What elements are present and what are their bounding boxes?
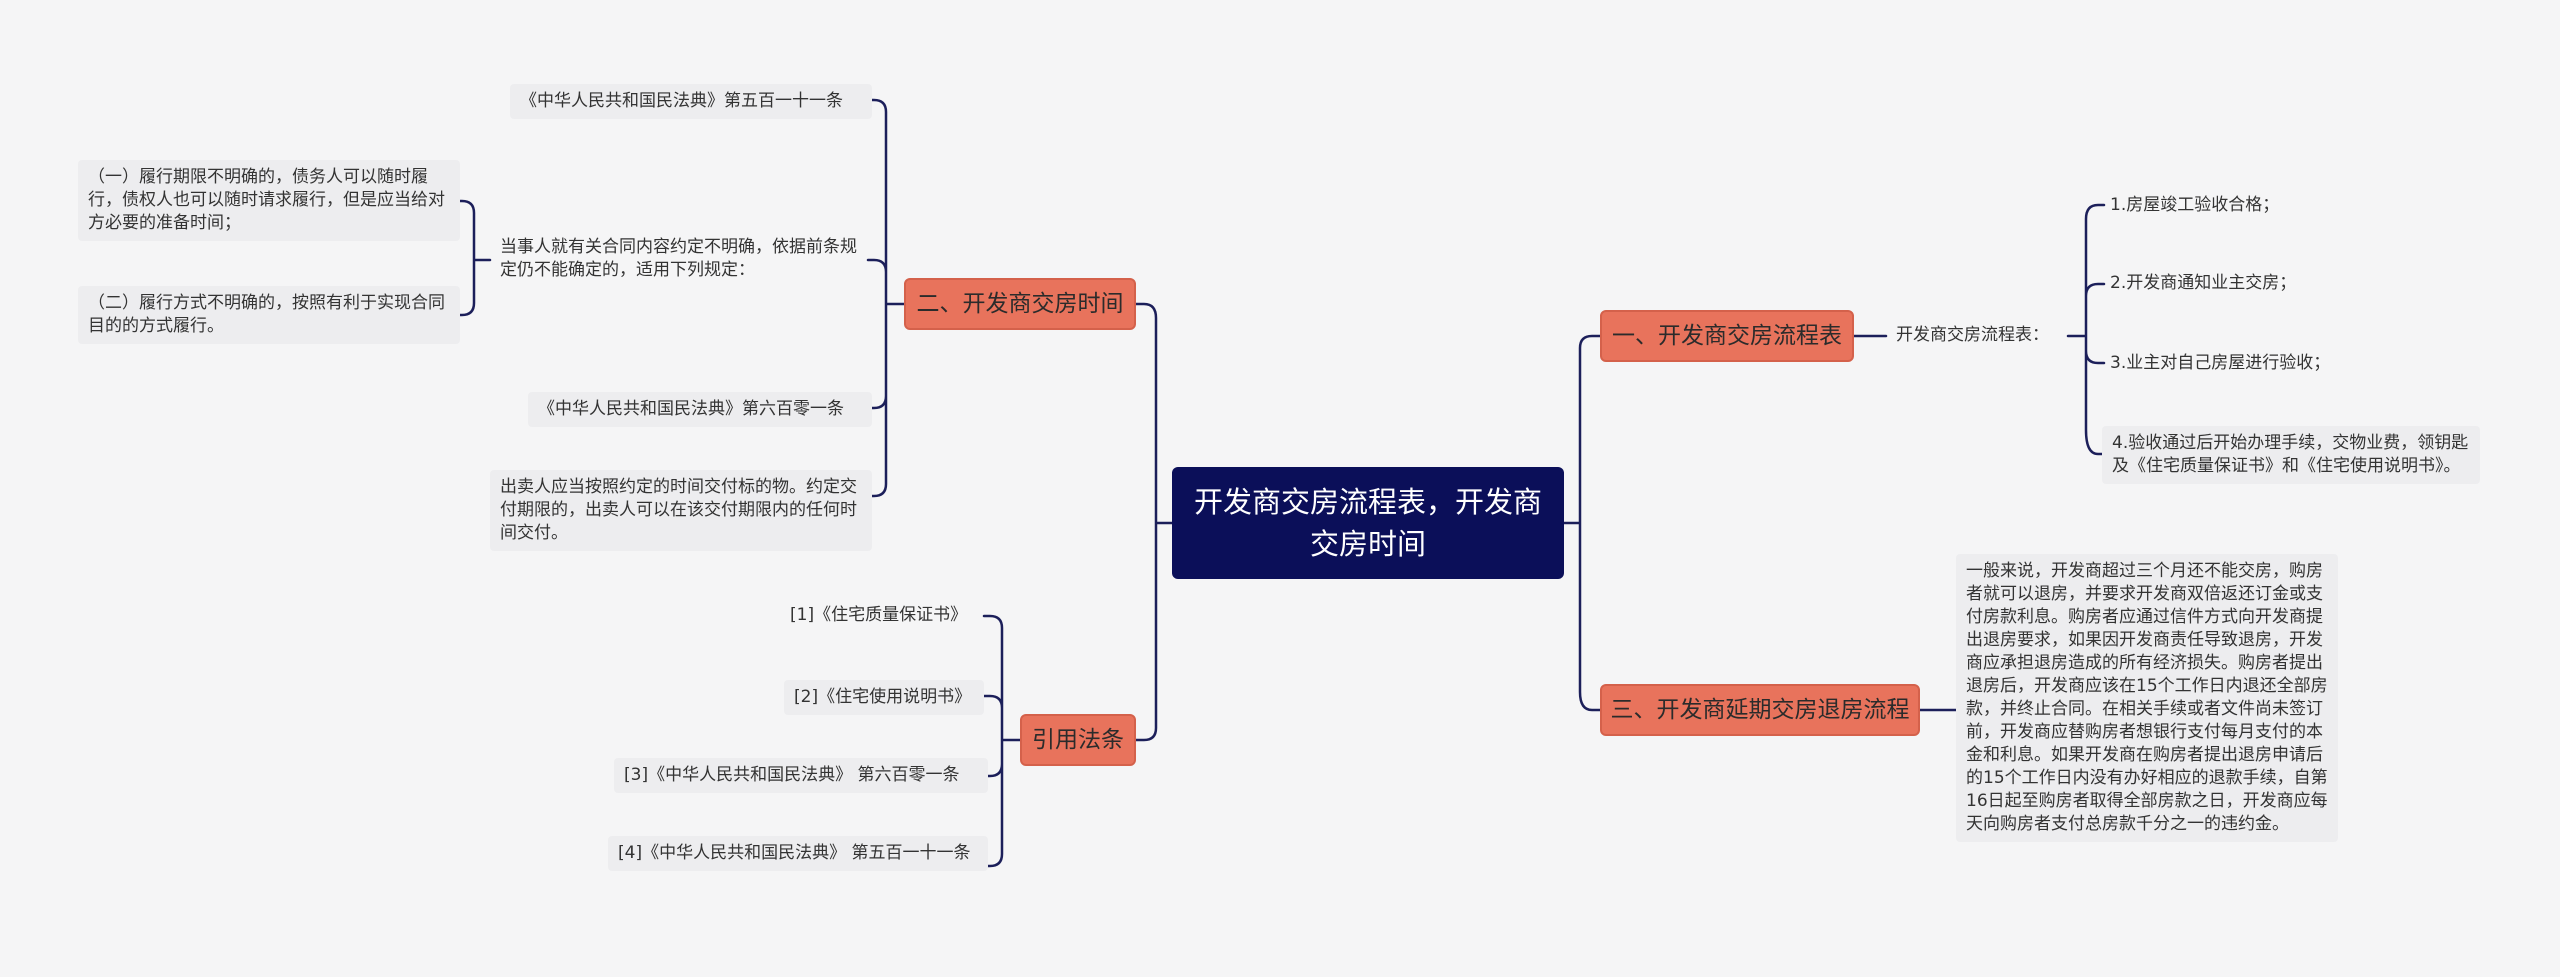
branch-delivery-process[interactable]: 一、开发商交房流程表 (1600, 310, 1854, 362)
process-step-3[interactable]: 3.业主对自己房屋进行验收； (2110, 353, 2331, 373)
law-article-601[interactable]: 《中华人民共和国民法典》第六百零一条 (528, 392, 872, 427)
root-title[interactable]: 开发商交房流程表，开发商交房时间 (1172, 467, 1564, 579)
law-article-601-text[interactable]: 出卖人应当按照约定的时间交付标的物。约定交付期限的，出卖人可以在该交付期限内的任… (490, 470, 872, 551)
branch-law-references[interactable]: 引用法条 (1020, 714, 1136, 766)
rule-item-1[interactable]: （一）履行期限不明确的，债务人可以随时履行，债权人也可以随时请求履行，但是应当给… (78, 160, 460, 241)
reference-2[interactable]: [2]《住宅使用说明书》 (784, 680, 984, 715)
law-article-511[interactable]: 《中华人民共和国民法典》第五百一十一条 (510, 84, 872, 119)
process-step-1[interactable]: 1.房屋竣工验收合格； (2110, 195, 2280, 215)
rule-item-2[interactable]: （二）履行方式不明确的，按照有利于实现合同目的的方式履行。 (78, 286, 460, 344)
delivery-process-subtitle[interactable]: 开发商交房流程表： (1896, 325, 2049, 345)
process-step-4[interactable]: 4.验收通过后开始办理手续，交物业费，领钥匙及《住宅质量保证书》和《住宅使用说明… (2102, 426, 2480, 484)
reference-3[interactable]: [3]《中华人民共和国民法典》 第六百零一条 (614, 758, 988, 793)
delay-refund-text[interactable]: 一般来说，开发商超过三个月还不能交房，购房者就可以退房，并要求开发商双倍返还订金… (1956, 554, 2338, 842)
process-step-2[interactable]: 2.开发商通知业主交房； (2110, 273, 2297, 293)
branch-delivery-time[interactable]: 二、开发商交房时间 (904, 278, 1136, 330)
branch-delay-refund[interactable]: 三、开发商延期交房退房流程 (1600, 684, 1920, 736)
reference-1[interactable]: [1]《住宅质量保证书》 (790, 605, 968, 625)
reference-4[interactable]: [4]《中华人民共和国民法典》 第五百一十一条 (608, 836, 988, 871)
unclear-terms-rule[interactable]: 当事人就有关合同内容约定不明确，依据前条规定仍不能确定的，适用下列规定： (500, 237, 857, 280)
